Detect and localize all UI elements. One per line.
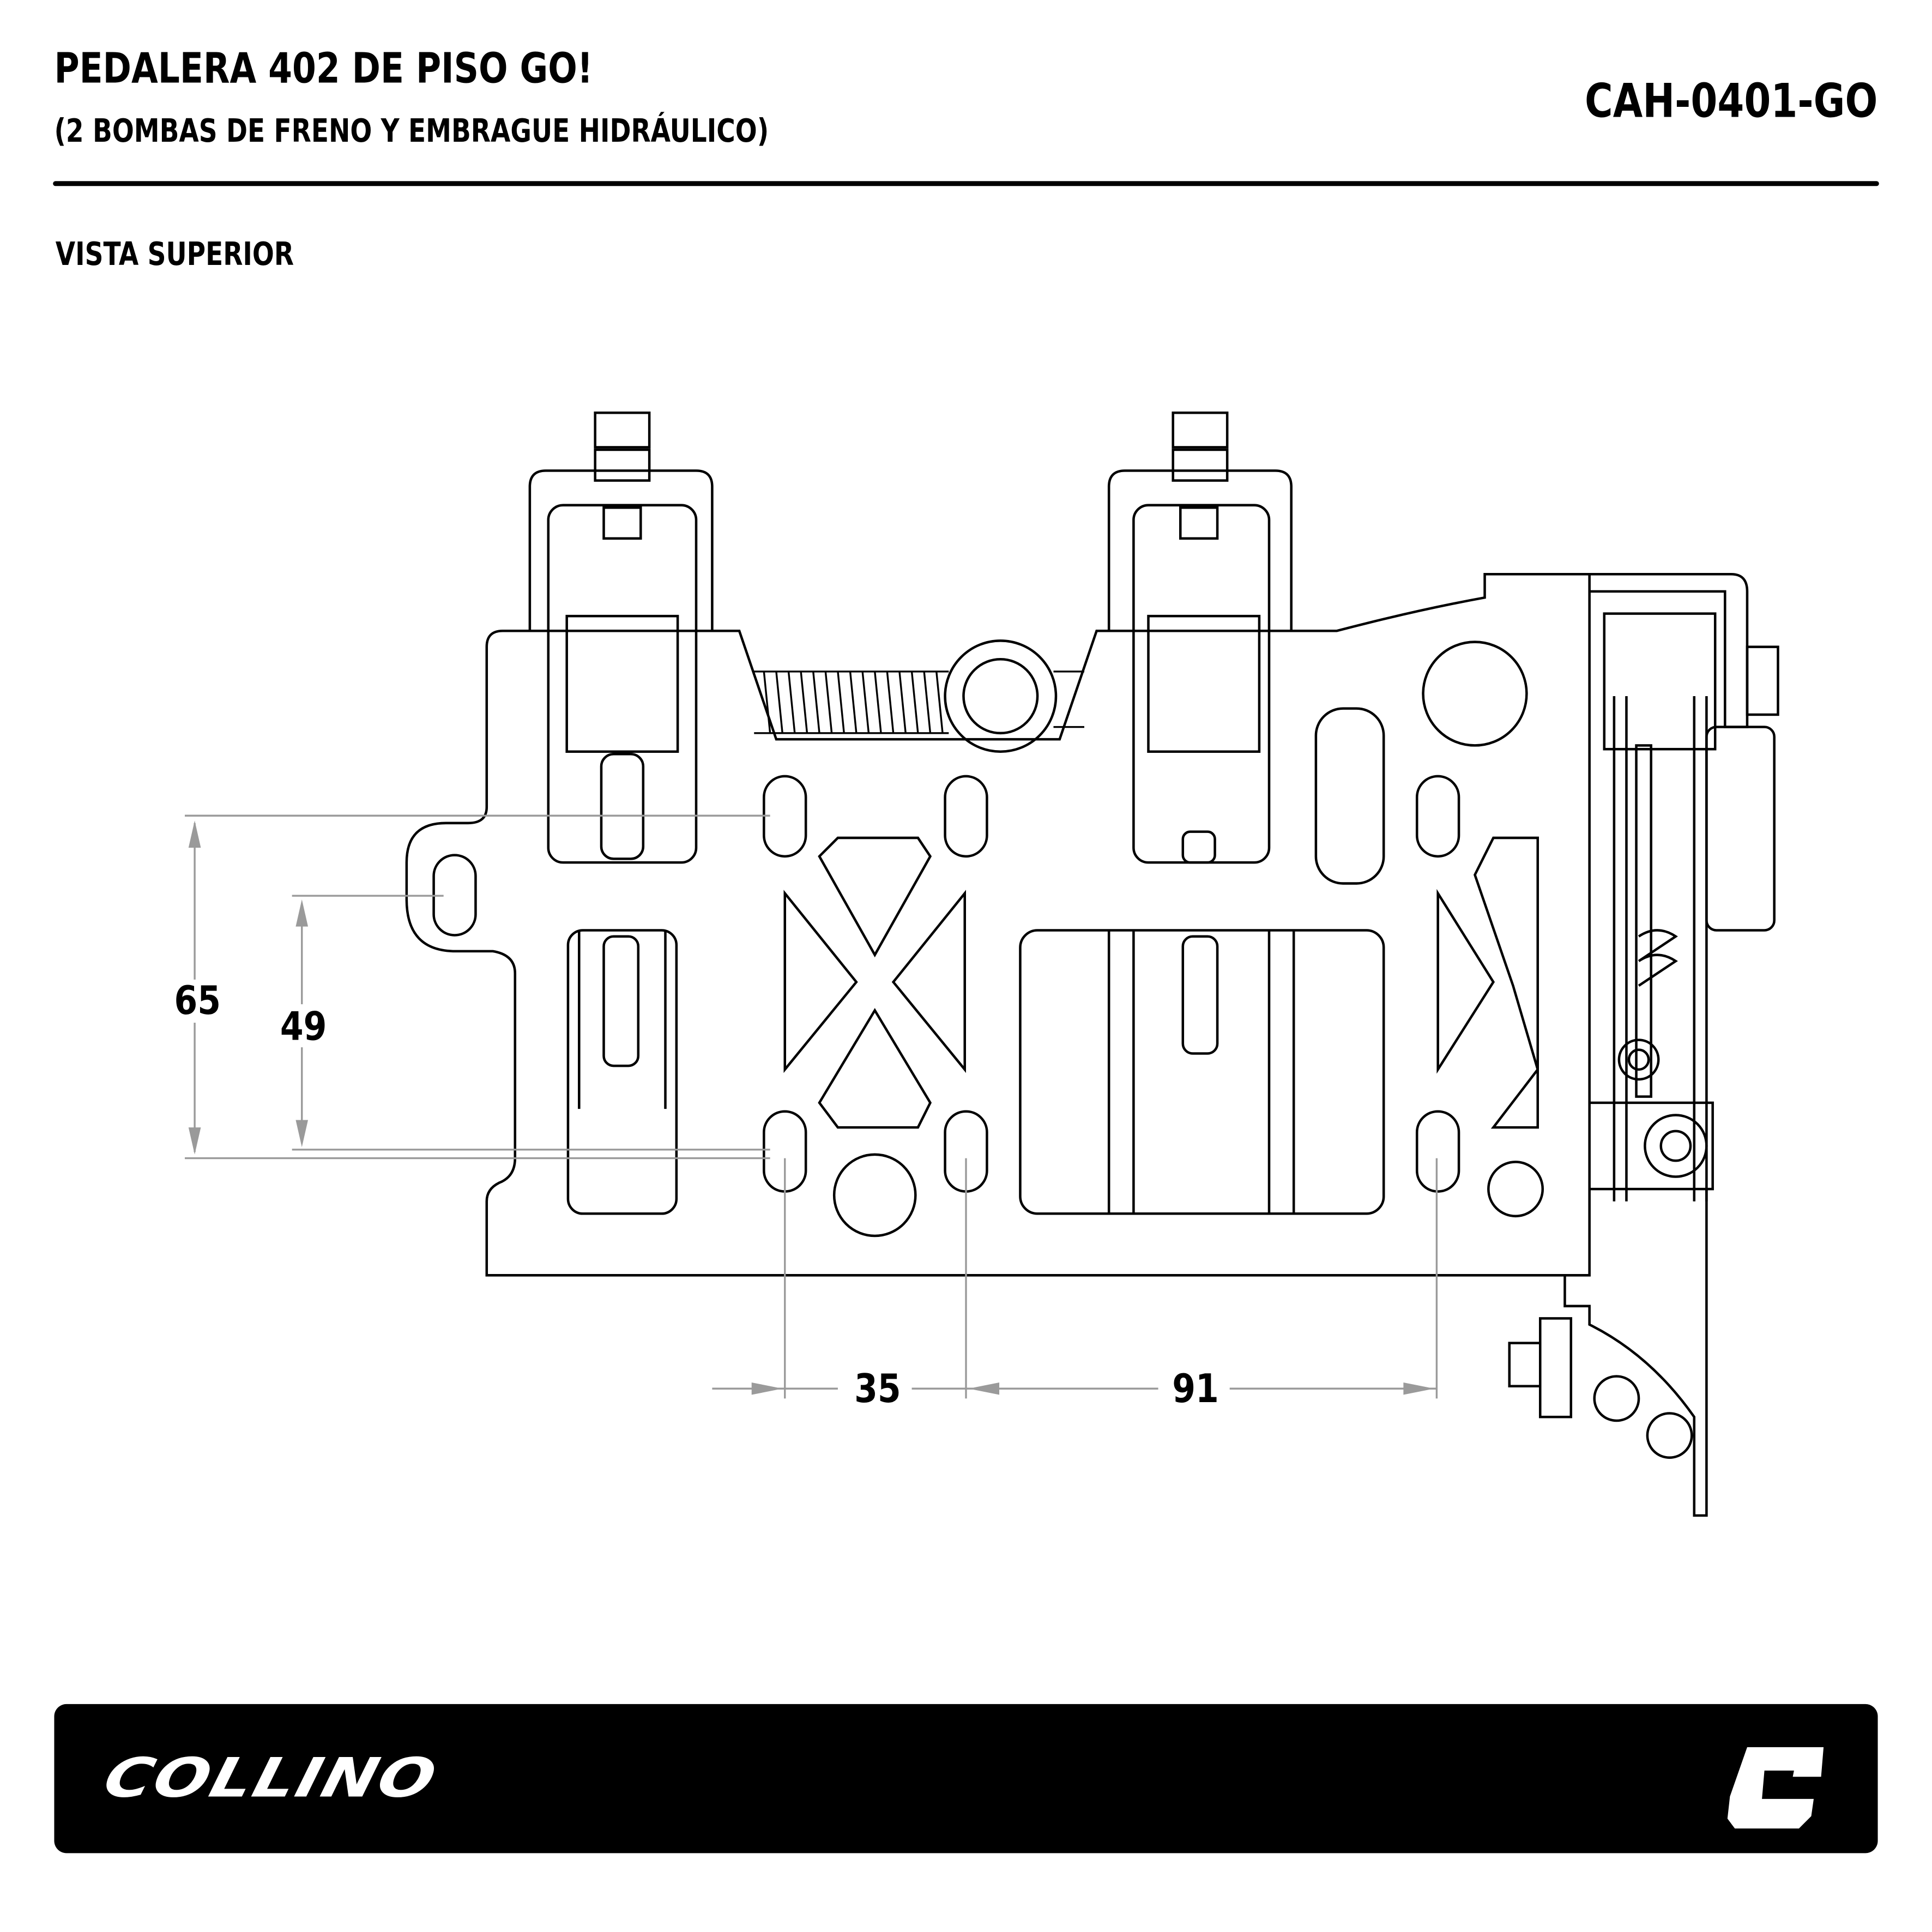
- dimension-49: 49: [280, 1003, 327, 1050]
- page-subtitle: (2 BOMBAS DE FRENO Y EMBRAGUE HIDRÁULICO…: [54, 113, 769, 150]
- page-title: PEDALERA 402 DE PISO GO!: [54, 44, 593, 94]
- cross-cutouts: [783, 836, 1539, 1129]
- footer-bar: [54, 1704, 1878, 1853]
- pedal-arms: [578, 930, 1295, 1214]
- dimension-65: 65: [174, 977, 221, 1024]
- brake-master-cylinder-left: [528, 411, 714, 864]
- view-label: VISTA SUPERIOR: [55, 236, 294, 274]
- center-pedal-pocket: [1019, 929, 1385, 1215]
- collino-logo: COLLINO: [97, 1747, 444, 1810]
- product-code: CAH-0401-GO: [1585, 74, 1878, 129]
- balance-bar-thread: [754, 671, 1084, 734]
- clutch-side-assembly: [1508, 572, 1779, 1517]
- dimension-91: 91: [1172, 1365, 1219, 1412]
- dimension-arrowheads: [188, 820, 1434, 1395]
- slots: [432, 639, 1544, 1237]
- dimension-35: 35: [854, 1365, 901, 1412]
- brake-master-cylinder-right: [1107, 411, 1293, 864]
- base-plate: [405, 572, 1591, 1277]
- left-pedal-pocket: [566, 929, 678, 1215]
- collino-c-mark-icon: [1727, 1747, 1824, 1829]
- dimension-lines: [185, 814, 1438, 1399]
- clutch-slot: [1314, 707, 1385, 885]
- header-divider: [53, 181, 1879, 186]
